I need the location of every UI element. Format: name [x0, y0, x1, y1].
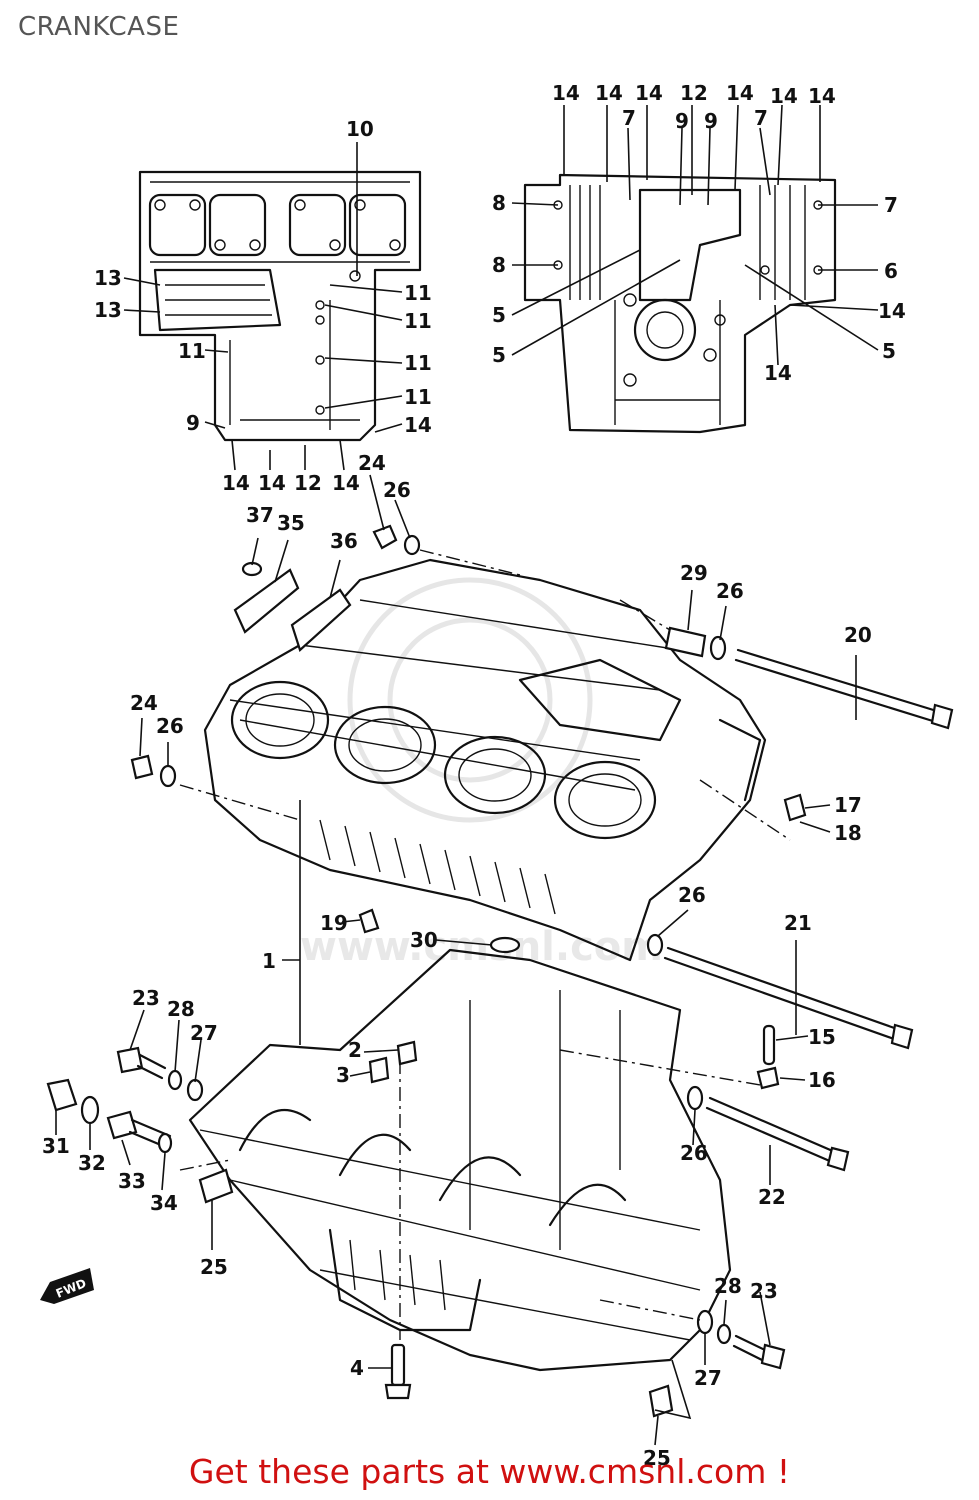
callout-7: 7: [754, 106, 768, 130]
callout-25: 25: [643, 1446, 671, 1470]
callout-19: 19: [320, 911, 348, 935]
parts-link-banner[interactable]: Get these parts at www.cmsnl.com !: [188, 1452, 791, 1491]
callout-3: 3: [336, 1063, 350, 1087]
callout-27: 27: [694, 1366, 722, 1390]
callout-9: 9: [704, 109, 718, 133]
fwd-arrow-icon: FWD: [40, 1268, 94, 1304]
small-parts: FWD: [40, 524, 954, 1418]
callout-6: 6: [884, 259, 898, 283]
callout-29: 29: [680, 561, 708, 585]
callout-13: 13: [94, 266, 122, 290]
callout-22: 22: [758, 1185, 786, 1209]
callout-36: 36: [330, 529, 358, 553]
callout-14: 14: [552, 81, 580, 105]
callout-7: 7: [884, 193, 898, 217]
callout-8: 8: [492, 191, 506, 215]
callout-18: 18: [834, 821, 862, 845]
callout-34: 34: [150, 1191, 178, 1215]
callout-37: 37: [246, 503, 274, 527]
callout-14: 14: [332, 471, 360, 495]
callout-16: 16: [808, 1068, 836, 1092]
callout-11: 11: [404, 351, 432, 375]
callout-35: 35: [277, 511, 305, 535]
callout-23: 23: [750, 1279, 778, 1303]
callout-21: 21: [784, 911, 812, 935]
callout-32: 32: [78, 1151, 106, 1175]
callout-11: 11: [404, 281, 432, 305]
upper-case-top-view: [138, 170, 422, 442]
callout-4: 4: [350, 1356, 364, 1380]
callout-23: 23: [132, 986, 160, 1010]
callout-14: 14: [404, 413, 432, 437]
callout-14: 14: [726, 81, 754, 105]
callout-33: 33: [118, 1169, 146, 1193]
callout-13: 13: [94, 298, 122, 322]
callout-30: 30: [410, 928, 438, 952]
callout-7: 7: [622, 106, 636, 130]
callout-26: 26: [680, 1141, 708, 1165]
callout-5: 5: [492, 343, 506, 367]
callout-14: 14: [808, 84, 836, 108]
callout-1: 1: [262, 949, 276, 973]
lower-case-bottom-view: [523, 173, 837, 434]
callout-9: 9: [675, 109, 689, 133]
callout-14: 14: [222, 471, 250, 495]
callout-11: 11: [404, 385, 432, 409]
callout-27: 27: [190, 1021, 218, 1045]
upper-crankcase: [203, 558, 767, 962]
callout-24: 24: [358, 451, 386, 475]
callout-24: 24: [130, 691, 158, 715]
callout-28: 28: [714, 1274, 742, 1298]
callout-14: 14: [258, 471, 286, 495]
callout-9: 9: [186, 411, 200, 435]
callout-2: 2: [348, 1038, 362, 1062]
callout-14: 14: [878, 299, 906, 323]
callout-26: 26: [383, 478, 411, 502]
callout-8: 8: [492, 253, 506, 277]
callout-5: 5: [492, 303, 506, 327]
page-title: CRANKCASE: [18, 12, 180, 42]
callout-14: 14: [635, 81, 663, 105]
callout-14: 14: [764, 361, 792, 385]
callout-11: 11: [178, 339, 206, 363]
callout-numbers: 10 13 13 11 11 11 11 11 9 14 14 14 12 14…: [42, 81, 906, 1470]
callout-31: 31: [42, 1134, 70, 1158]
callout-28: 28: [167, 997, 195, 1021]
callout-10: 10: [346, 117, 374, 141]
callout-11: 11: [404, 309, 432, 333]
callout-26: 26: [678, 883, 706, 907]
lower-crankcase: [188, 948, 732, 1372]
callout-14: 14: [770, 84, 798, 108]
callout-26: 26: [156, 714, 184, 738]
leader-lines: [55, 104, 879, 1446]
callout-12: 12: [680, 81, 708, 105]
callout-25: 25: [200, 1255, 228, 1279]
callout-14: 14: [595, 81, 623, 105]
watermark-logo: www.cmsnl.com: [300, 577, 663, 970]
callout-5: 5: [882, 339, 896, 363]
callout-17: 17: [834, 793, 862, 817]
callout-26: 26: [716, 579, 744, 603]
callout-12: 12: [294, 471, 322, 495]
callout-20: 20: [844, 623, 872, 647]
callout-15: 15: [808, 1025, 836, 1049]
watermark-text: www.cmsnl.com: [300, 924, 663, 970]
